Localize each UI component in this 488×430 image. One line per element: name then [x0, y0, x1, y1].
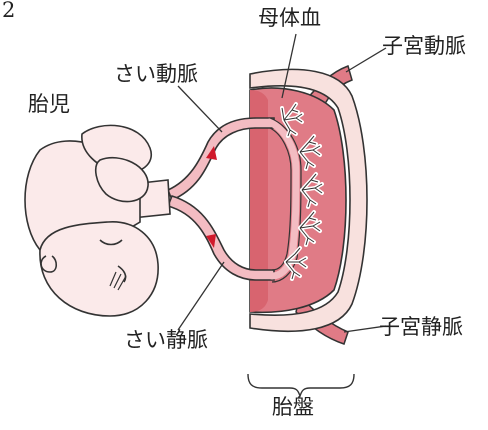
label-umbilical-vein: さい静脈	[124, 330, 208, 351]
placenta-bracket	[248, 374, 354, 396]
label-uterine-artery: 子宮動脈	[382, 36, 466, 57]
figure-number: 2	[2, 0, 15, 21]
leader-maternal-blood	[282, 34, 296, 98]
label-uterine-vein: 子宮静脈	[379, 317, 463, 338]
leader-umbilical-vein	[178, 262, 224, 330]
label-placenta: 胎盤	[272, 397, 314, 418]
leader-uterine-artery	[346, 48, 386, 72]
label-umbilical-artery: さい動脈	[114, 64, 198, 85]
label-fetus: 胎児	[28, 94, 70, 115]
label-maternal-blood: 母体血	[258, 8, 321, 29]
leader-umbilical-artery	[178, 86, 222, 132]
fetus-figure	[25, 125, 170, 316]
